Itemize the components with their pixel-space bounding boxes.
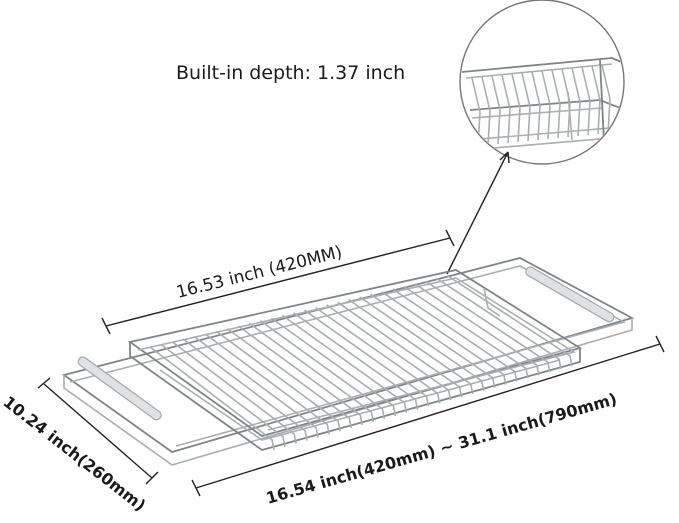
zoom-slat [591, 65, 601, 135]
basket-slat [304, 309, 430, 407]
zoom-slat [521, 72, 531, 142]
zoom-slat [511, 73, 521, 143]
zoom-slat [551, 69, 561, 139]
zoom-basket-closeup [461, 57, 623, 151]
basket-slats [149, 275, 573, 451]
basket-slat [436, 277, 562, 370]
basket-slat [337, 301, 463, 398]
zoom-slat [501, 74, 511, 144]
zoom-slat [561, 68, 571, 138]
basket-slat [193, 335, 319, 438]
basket-slat [414, 283, 540, 376]
basket-slat [237, 325, 364, 426]
basket-slat [381, 291, 507, 385]
zoom-slat [531, 71, 541, 141]
basket-slat [204, 333, 330, 435]
zoom-slat [581, 66, 591, 136]
callout-arrow [446, 151, 510, 275]
right-handle [525, 266, 615, 323]
zoom-slat [571, 67, 581, 137]
zoom-slat [491, 75, 501, 145]
zoom-slat [481, 76, 491, 146]
wire-basket [127, 269, 583, 451]
basket-slat [403, 285, 529, 379]
basket-slat [293, 312, 419, 410]
left-handle [77, 356, 162, 421]
basket-slat [348, 299, 474, 395]
basket-slat [447, 275, 573, 367]
basket-slat [259, 320, 386, 420]
basket-slat [315, 306, 441, 404]
zoom-slat [541, 70, 551, 140]
zoom-circle [459, 0, 625, 165]
basket-slat [359, 296, 485, 392]
basket-slat [270, 317, 397, 416]
basket-slat [326, 304, 452, 401]
basket-slat [160, 343, 286, 448]
basket-length-label: 16.53 inch (420MM) [174, 242, 344, 303]
basket-slat [215, 330, 341, 432]
basket-slat [149, 346, 275, 451]
basket-slat [171, 341, 297, 444]
basket-slat [370, 293, 496, 388]
basket-slat [281, 314, 408, 413]
zoom-detail [459, 0, 625, 165]
basket-slat [392, 288, 518, 382]
basket-slat [182, 338, 308, 441]
basket-slat [226, 327, 353, 429]
basket-slat [248, 322, 375, 423]
zoom-slat [601, 64, 611, 134]
callout-label: Built-in depth: 1.37 inch [176, 62, 405, 84]
basket-slat [425, 280, 551, 373]
